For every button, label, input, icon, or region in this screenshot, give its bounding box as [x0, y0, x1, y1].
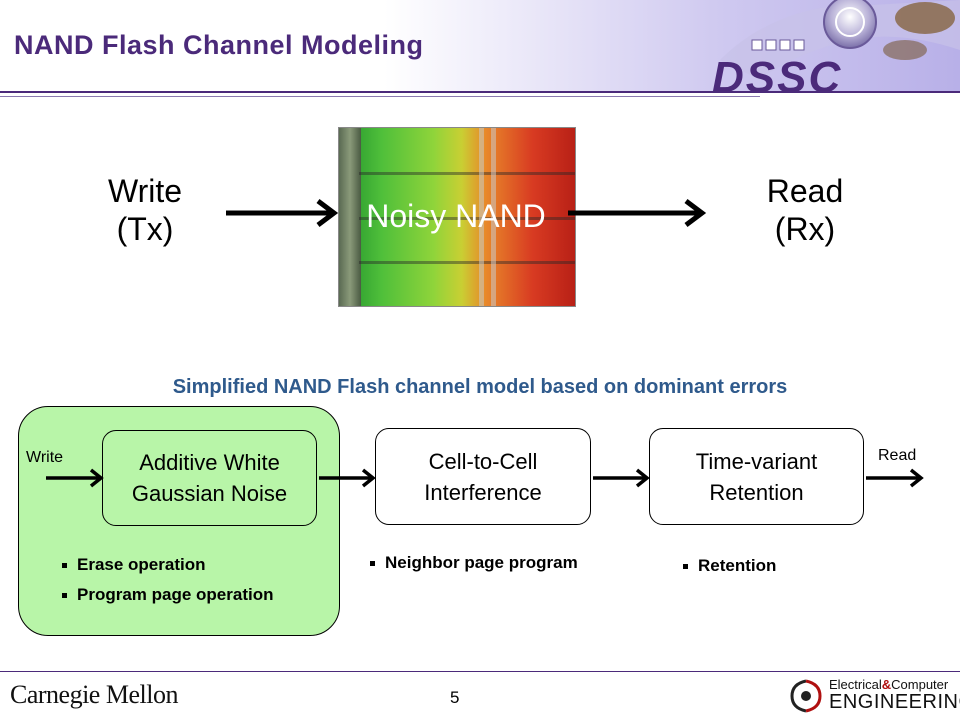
header-divider: [0, 91, 960, 93]
stage-cell-to-cell: Cell-to-Cell Interference: [375, 428, 591, 525]
noisy-nand-label: Noisy NAND: [366, 198, 546, 234]
arrow-retention-to-read: [866, 468, 924, 488]
bullet-item: Neighbor page program: [370, 548, 578, 578]
stage-c2c-line2: Interference: [424, 479, 542, 505]
stage-awgn-line1: Additive White: [139, 450, 280, 475]
model-subtitle: Simplified NAND Flash channel model base…: [172, 376, 788, 398]
bullet-item: Erase operation: [62, 550, 273, 580]
ece-dept-line1: Electrical&Computer: [829, 677, 949, 692]
dssc-logo: DSSC: [700, 0, 960, 98]
read-label: Read: [766, 173, 844, 209]
bullet-item: Program page operation: [62, 580, 273, 610]
page-number: 5: [450, 688, 460, 707]
stage-retention: Time-variant Retention: [649, 428, 864, 525]
dssc-logo-text: DSSC: [712, 53, 842, 98]
rx-label: (Rx): [774, 211, 836, 247]
bullet-item: Retention: [683, 551, 776, 581]
nand-chip-image: [338, 127, 576, 307]
slide-title: NAND Flash Channel Modeling: [14, 30, 424, 60]
footer-divider: [0, 671, 960, 672]
arrow-awgn-to-c2c: [319, 468, 376, 488]
read-rx-label: Read (Rx): [740, 172, 870, 248]
stage-ret-line2: Retention: [709, 479, 804, 505]
write-label: Write: [107, 173, 183, 209]
stage-ret-line1: Time-variant: [695, 448, 818, 474]
model-read-label: Read: [878, 447, 917, 464]
retention-bullets: Retention: [683, 551, 776, 581]
read-arrow: [568, 199, 707, 227]
ece-emblem-icon: [790, 679, 822, 713]
stage-awgn-line2: Gaussian Noise: [131, 481, 288, 506]
arrow-write-to-awgn: [46, 468, 104, 488]
stage-c2c-line1: Cell-to-Cell: [428, 448, 538, 474]
stage-awgn: Additive White Gaussian Noise: [102, 430, 317, 526]
write-tx-label: Write (Tx): [80, 172, 210, 248]
ece-dept-line2: ENGINEERING: [829, 691, 960, 713]
model-write-label: Write: [26, 449, 64, 466]
carnegie-mellon-logo: Carnegie Mellon: [10, 680, 178, 709]
c2c-bullets: Neighbor page program: [370, 548, 578, 578]
awgn-bullets: Erase operation Program page operation: [62, 550, 273, 610]
tx-label: (Tx): [116, 211, 174, 247]
header-divider-thin: [0, 96, 760, 97]
write-arrow: [226, 199, 339, 227]
arrow-c2c-to-retention: [593, 468, 650, 488]
